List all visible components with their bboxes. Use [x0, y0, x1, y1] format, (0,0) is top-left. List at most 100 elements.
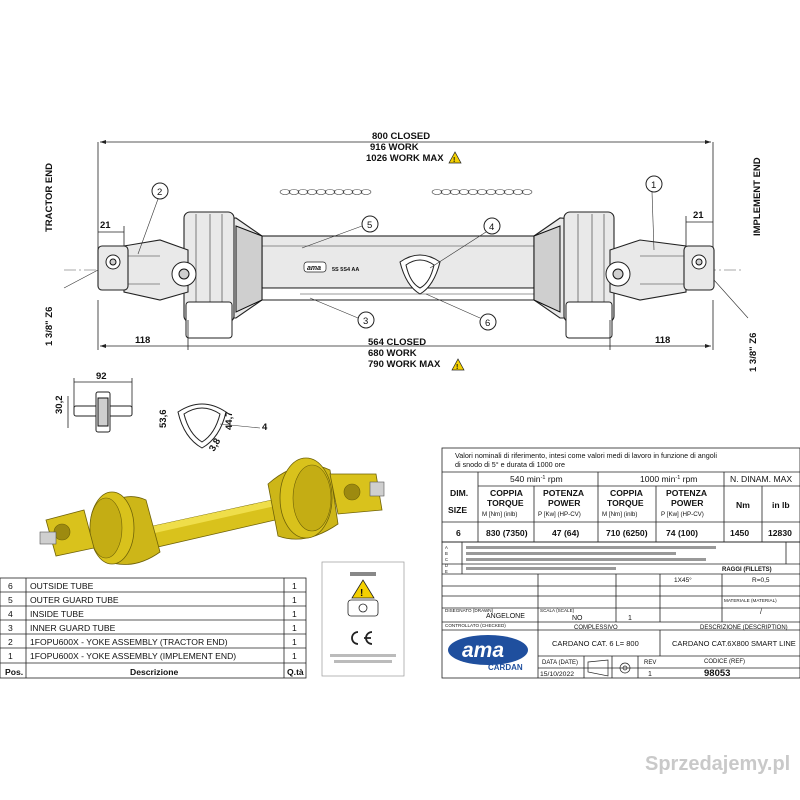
svg-text:1: 1: [8, 651, 13, 661]
svg-text:2: 2: [157, 187, 162, 198]
row-power-540: 47 (64): [552, 528, 579, 538]
watermark: Sprzedajemy.pl: [645, 753, 790, 775]
svg-text:DATA (DATE): DATA (DATE): [542, 660, 578, 666]
dim-800-closed: 800 CLOSED: [372, 131, 430, 142]
code-value: 98053: [704, 668, 730, 679]
svg-text:SCALA (SCALE): SCALA (SCALE): [540, 608, 575, 613]
dim-118-left: 118: [135, 335, 150, 346]
svg-text:CONTROLLATO (CHECKED): CONTROLLATO (CHECKED): [445, 623, 506, 628]
svg-text:M [Nm] (inlb): M [Nm] (inlb): [482, 511, 517, 518]
svg-text:DESCRIZIONE (DESCRIPTION): DESCRIZIONE (DESCRIPTION): [700, 625, 788, 631]
tractor-end-label: TRACTOR END: [44, 163, 55, 232]
size-label: SIZE: [448, 505, 467, 515]
svg-text:P [Kw] (HP-CV): P [Kw] (HP-CV): [661, 511, 704, 518]
tube-marking: 5S 5S4 AA: [332, 267, 359, 273]
outer-guard-tube: [261, 235, 535, 289]
row-torque-540: 830 (7350): [486, 528, 528, 538]
svg-text:DISEGNATO (DRAWN): DISEGNATO (DRAWN): [445, 608, 494, 613]
sheet-value: 1: [628, 615, 632, 622]
svg-text:21: 21: [693, 210, 704, 221]
rev-value: 1: [648, 671, 652, 678]
overall-length-dimensions: 800 CLOSED 916 WORK 1026 WORK MAX !: [97, 131, 714, 262]
row-power-1000: 74 (100): [666, 528, 698, 538]
cross-height-dim: 30,2: [54, 396, 65, 415]
svg-text:Nm: Nm: [736, 500, 750, 510]
svg-text:COPPIA: COPPIA: [490, 488, 523, 498]
svg-text:!: !: [453, 157, 455, 164]
bom-row-desc: INSIDE TUBE: [30, 609, 84, 619]
offset-dim-right: 21: [685, 210, 713, 250]
warning-icon: !: [448, 151, 462, 164]
bom-table: 6 OUTSIDE TUBE 1 5 OUTER GUARD TUBE 1 4 …: [0, 577, 307, 679]
svg-text:1: 1: [292, 651, 297, 661]
callout-1: 1: [645, 175, 663, 251]
fillets-label: RAGGI (FILLETS): [722, 567, 772, 573]
dim-1026-work-max: 1026 WORK MAX: [366, 153, 444, 164]
model-text: CARDANO CAT. 6 L= 800: [552, 639, 639, 648]
svg-text:in lb: in lb: [772, 500, 790, 510]
dim-916-work: 916 WORK: [370, 142, 419, 153]
dynamic-max-label: N. DINAM. MAX: [730, 474, 792, 484]
svg-text:POTENZA: POTENZA: [543, 488, 584, 498]
bom-header-desc: Descrizione: [130, 667, 178, 677]
row-nm: 1450: [730, 528, 749, 538]
row-torque-1000: 710 (6250): [606, 528, 648, 538]
svg-text:CARDAN: CARDAN: [488, 663, 523, 672]
svg-text:2: 2: [8, 637, 13, 647]
spline-left-label: 1 3/8" Z6: [44, 307, 55, 346]
bom-header-qty: Q.tà: [287, 667, 304, 677]
perf-header-2: di snodo di 5° e durata di 1000 ore: [455, 460, 565, 469]
designer-name: ANGELONE: [486, 613, 525, 620]
bom-header-pos: Pos.: [5, 667, 23, 677]
tube-height-inner: 44,7: [224, 412, 235, 431]
row-size: 6: [456, 528, 461, 538]
svg-text:5: 5: [8, 595, 13, 605]
warning-icon: !: [351, 579, 375, 599]
svg-text:5: 5: [367, 220, 372, 231]
implement-end-label: IMPLEMENT END: [752, 157, 763, 236]
description-text: CARDANO CAT.6X800 SMART LINE: [672, 639, 796, 648]
svg-text:CODICE (REF): CODICE (REF): [704, 659, 745, 665]
svg-text:1: 1: [292, 609, 297, 619]
svg-text:21: 21: [100, 220, 111, 231]
safety-chain-right: [431, 189, 533, 195]
cross-width-dim: 92: [96, 371, 107, 382]
svg-text:!: !: [456, 364, 458, 371]
row-inlb: 12830: [768, 528, 792, 538]
svg-text:C: C: [445, 557, 448, 562]
svg-text:1: 1: [292, 623, 297, 633]
svg-text:1: 1: [651, 180, 656, 191]
svg-text:POTENZA: POTENZA: [666, 488, 707, 498]
bom-row-desc: 1FOPU600X - YOKE ASSEMBLY (IMPLEMENT END…: [30, 651, 236, 661]
ama-cardan-logo: ama CARDAN: [448, 635, 528, 672]
svg-text:6: 6: [8, 581, 13, 591]
dim-790-work-max: 790 WORK MAX: [368, 359, 441, 370]
tube-profile-detail: 53,6 44,7 3,8 4: [158, 403, 268, 454]
spline-right-label: 1 3/8" Z6: [748, 333, 759, 372]
callout-4: 4: [429, 217, 501, 269]
callout-3: 3: [309, 297, 375, 329]
callout-6: 6: [425, 293, 497, 331]
fillets-value: R=0,5: [752, 577, 770, 584]
svg-text:3: 3: [8, 623, 13, 633]
performance-table: Valori nominali di riferimento, intesi c…: [441, 447, 800, 543]
svg-text:B: B: [445, 551, 448, 556]
callout-5: 5: [301, 215, 379, 249]
safety-chain-left: [279, 189, 372, 195]
date-value: 15/10/2022: [540, 671, 574, 678]
svg-text:REV: REV: [644, 660, 656, 666]
svg-text:TORQUE: TORQUE: [487, 498, 524, 508]
dim-label: DIM.: [450, 488, 468, 498]
tube-thickness-2: 4: [262, 422, 268, 433]
svg-text:D: D: [445, 563, 448, 568]
cross-joint-detail: 92 30,2: [54, 371, 133, 433]
svg-text:POWER: POWER: [671, 498, 704, 508]
svg-text:COMPLESSIVO: COMPLESSIVO: [574, 625, 618, 631]
chamfer-value: 1X45°: [674, 576, 692, 584]
svg-text:M [Nm] (inlb): M [Nm] (inlb): [602, 511, 637, 518]
rpm-1000-label: 1000 min-1 rpm: [640, 474, 697, 484]
svg-text:E: E: [445, 569, 448, 574]
svg-text:3: 3: [363, 316, 368, 327]
callout-2: 2: [137, 182, 169, 255]
